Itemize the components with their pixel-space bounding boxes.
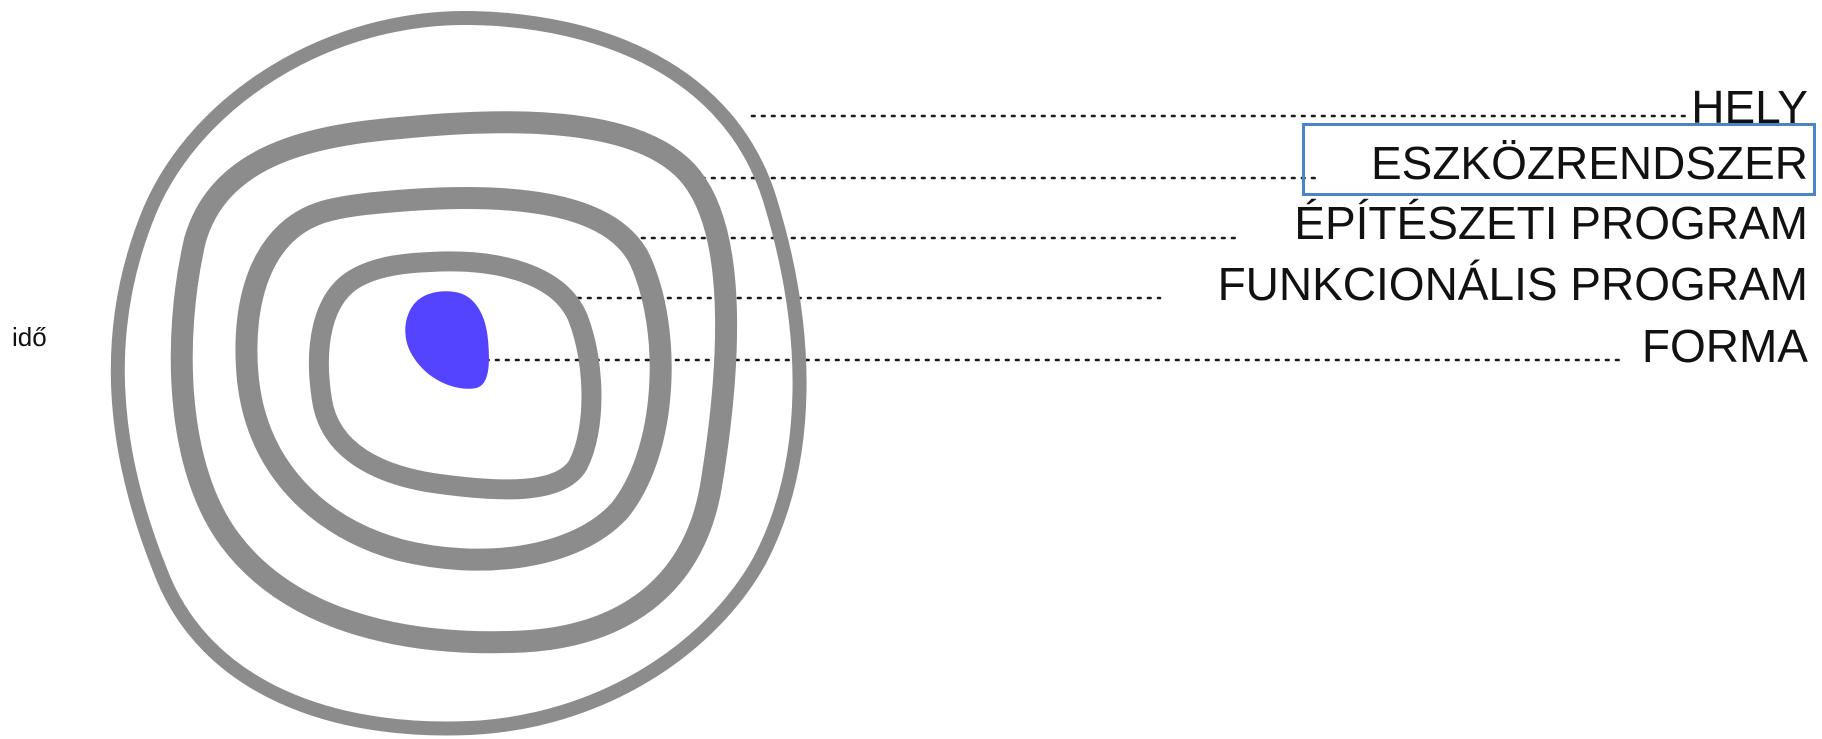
time-label: idő [12, 322, 47, 353]
label-forma: FORMA [1640, 323, 1808, 369]
label-hely: HELY [1689, 84, 1808, 130]
label-eszkozrendszer: ESZKÖZRENDSZER [1369, 140, 1808, 186]
core-forma [405, 291, 489, 388]
label-funkcionalis-program: FUNKCIONÁLIS PROGRAM [1216, 261, 1808, 307]
label-epiteszeti-program: ÉPÍTÉSZETI PROGRAM [1292, 200, 1808, 246]
